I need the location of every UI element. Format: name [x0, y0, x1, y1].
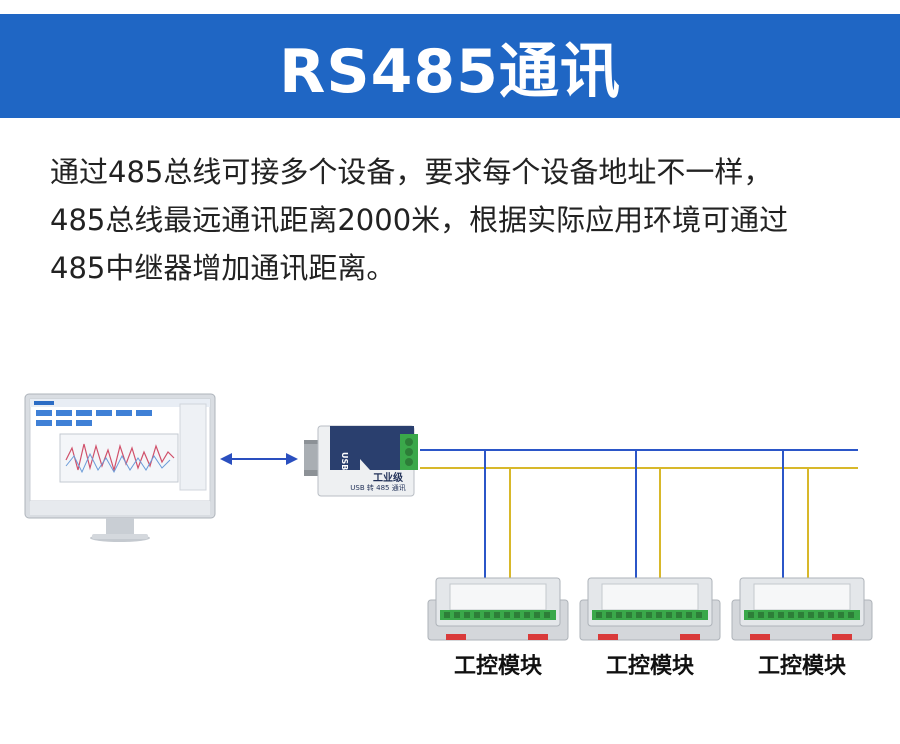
description: 通过485总线可接多个设备，要求每个设备地址不一样， 485总线最远通讯距离20… — [50, 148, 870, 292]
description-line: 通过485总线可接多个设备，要求每个设备地址不一样， — [50, 155, 773, 189]
io-module — [731, 577, 873, 641]
bidirectional-arrow-icon — [220, 453, 298, 465]
title-banner: RS485通讯 — [0, 14, 900, 118]
rs485-network-diagram: USB 工业级 USB 转 485 通讯 — [24, 393, 873, 641]
io-module — [579, 577, 721, 641]
module-label: 工控模块 — [605, 654, 694, 679]
converter-usb-label: USB — [340, 452, 349, 470]
module-label: 工控模块 — [757, 654, 846, 679]
description-line: 485总线最远通讯距离2000米，根据实际应用环境可通过 — [50, 203, 789, 237]
rs485-bus — [420, 449, 858, 584]
converter-brand-label: 工业级 — [373, 471, 404, 484]
computer-monitor-icon — [24, 393, 216, 542]
converter-model-label: USB 转 485 通讯 — [350, 483, 405, 492]
usb-rs485-converter — [304, 425, 418, 497]
module-label: 工控模块 — [453, 654, 542, 679]
io-module — [427, 577, 569, 641]
page-title: RS485通讯 — [279, 36, 621, 107]
description-line: 485中继器增加通讯距离。 — [50, 251, 396, 285]
